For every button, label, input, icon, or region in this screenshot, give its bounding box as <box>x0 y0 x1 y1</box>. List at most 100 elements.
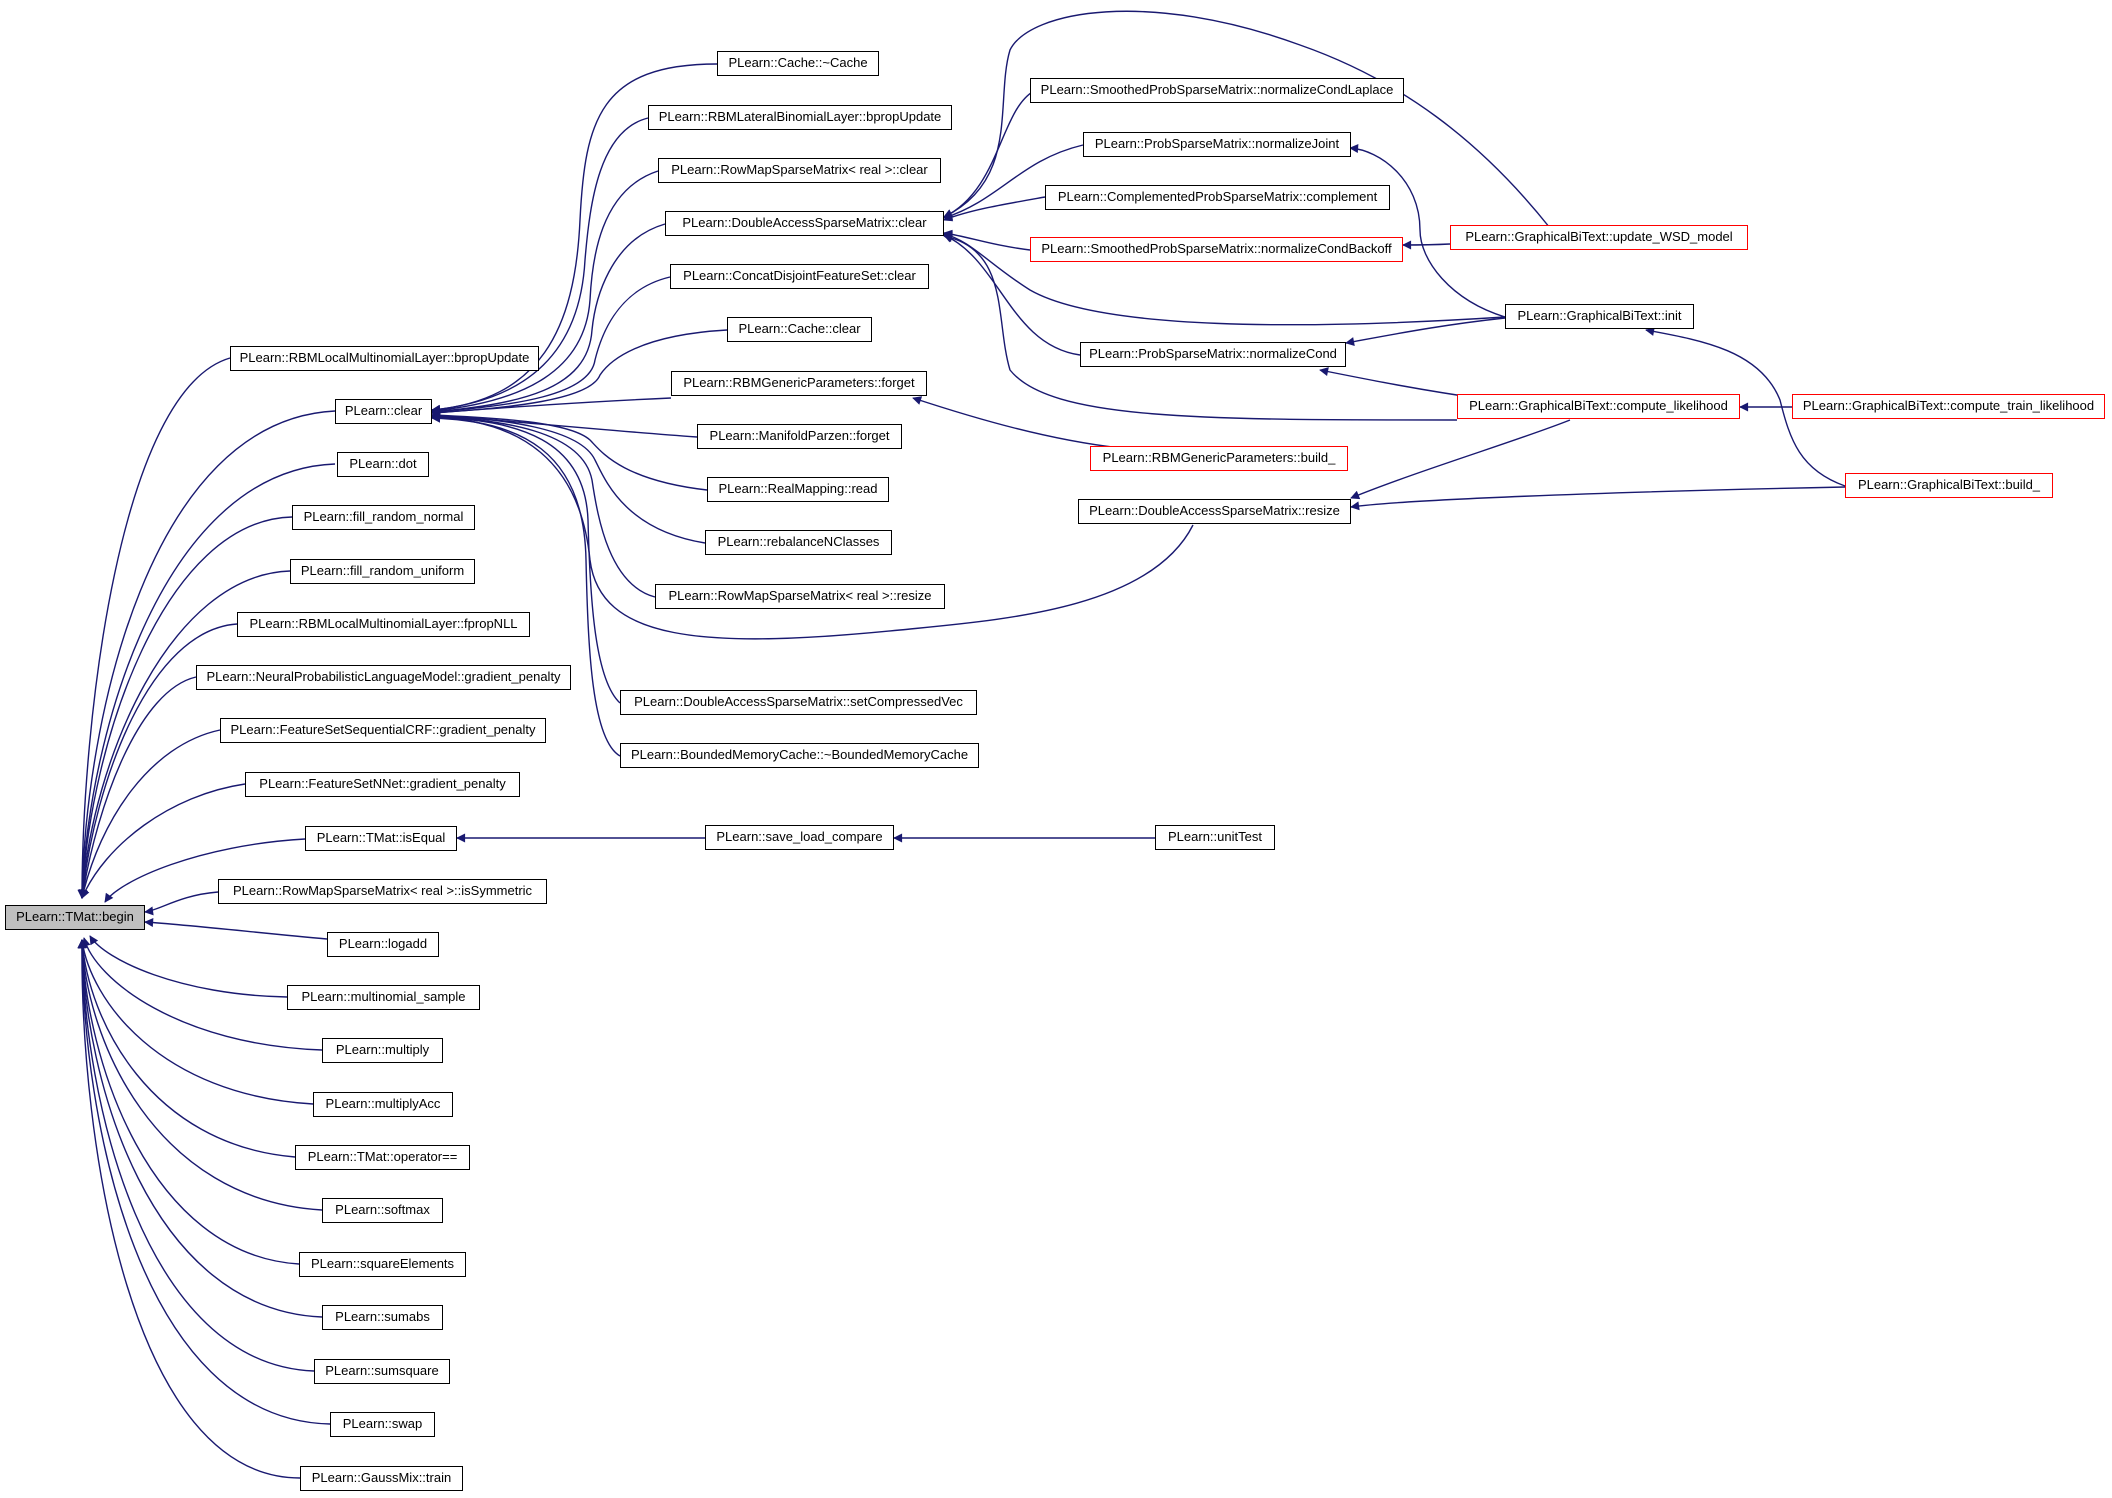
node-dasm-clear[interactable]: PLearn::DoubleAccessSparseMatrix::clear <box>665 211 944 236</box>
edge-opeq-to-begin <box>78 939 296 1158</box>
edge-gbt-init-to-dasm-clear <box>943 231 1506 326</box>
node-dasm-resize[interactable]: PLearn::DoubleAccessSparseMatrix::resize <box>1078 499 1351 524</box>
edge-cache-clear-to-clear <box>431 329 728 417</box>
node-rbmlml-fpropnll[interactable]: PLearn::RBMLocalMultinomialLayer::fpropN… <box>237 612 530 637</box>
edge-fru-to-begin <box>78 570 291 899</box>
edge-rmsm-resize-to-clear <box>431 411 656 598</box>
edge-psm-nc-to-dasm-clear <box>943 234 1081 356</box>
node-swap[interactable]: PLearn::swap <box>330 1412 435 1437</box>
node-fscrf-gradient-penalty[interactable]: PLearn::FeatureSetSequentialCRF::gradien… <box>220 718 546 743</box>
edge-rbmlml-fprop-to-begin <box>78 623 238 899</box>
edge-dasm-clear-to-clear <box>431 223 666 416</box>
edge-gaussmix-to-begin <box>77 939 301 1479</box>
edge-sumsquare-to-begin <box>77 939 315 1372</box>
edge-mns-to-begin <box>89 935 288 998</box>
edge-gbt-build-to-gbt-init <box>1645 327 1846 487</box>
node-softmax[interactable]: PLearn::softmax <box>322 1198 443 1223</box>
node-gbt-compute-train-likelihood[interactable]: PLearn::GraphicalBiText::compute_train_l… <box>1792 394 2105 419</box>
edge-gbt-wsd-to-spsm-ncb <box>1402 240 1451 250</box>
edge-rebalance-to-clear <box>431 411 706 544</box>
node-multiplyacc[interactable]: PLearn::multiplyAcc <box>313 1092 453 1117</box>
node-nplm-gradient-penalty[interactable]: PLearn::NeuralProbabilisticLanguageModel… <box>196 665 571 690</box>
node-rbmlml-bpropupdate[interactable]: PLearn::RBMLocalMultinomialLayer::bpropU… <box>230 346 539 371</box>
node-squareelements[interactable]: PLearn::squareElements <box>299 1252 466 1277</box>
edge-rm-read-to-clear <box>431 410 708 491</box>
edge-dasm-resize-to-clear <box>431 412 1194 640</box>
edge-multiply-to-begin <box>81 937 323 1051</box>
edge-logadd-to-begin <box>144 918 328 940</box>
node-spsm-normalizecondbackoff[interactable]: PLearn::SmoothedProbSparseMatrix::normal… <box>1030 237 1403 262</box>
edge-rmsm-clear-to-clear <box>431 170 659 415</box>
node-cache-clear[interactable]: PLearn::Cache::clear <box>727 317 872 342</box>
edge-rbmgp-build-to-forget <box>912 396 1121 449</box>
edge-softmax-to-begin <box>77 939 323 1211</box>
node-rebalancenclasses[interactable]: PLearn::rebalanceNClasses <box>705 530 892 555</box>
edge-cdfs-clear-to-clear <box>431 276 671 416</box>
node-manifoldparzen-forget[interactable]: PLearn::ManifoldParzen::forget <box>697 424 902 449</box>
edge-clear-to-begin <box>77 410 336 899</box>
node-rmsm-resize[interactable]: PLearn::RowMapSparseMatrix< real >::resi… <box>655 584 945 609</box>
edge-multiplyacc-to-begin <box>78 939 314 1105</box>
node-gbt-init[interactable]: PLearn::GraphicalBiText::init <box>1505 304 1694 329</box>
node-rbmlbl-bpropupdate[interactable]: PLearn::RBMLateralBinomialLayer::bpropUp… <box>648 105 952 130</box>
edge-swap-to-begin <box>77 939 331 1425</box>
node-rbmgp-build[interactable]: PLearn::RBMGenericParameters::build_ <box>1090 446 1348 471</box>
node-tmat-begin[interactable]: PLearn::TMat::begin <box>5 905 145 930</box>
node-fsnnet-gradient-penalty[interactable]: PLearn::FeatureSetNNet::gradient_penalty <box>245 772 520 797</box>
edge-gbt-build-to-dasm-resize <box>1350 486 1846 511</box>
edge-psm-nj-to-dasm-clear <box>943 144 1084 220</box>
node-gaussmix-train[interactable]: PLearn::GaussMix::train <box>300 1466 463 1491</box>
edge-isequal-to-begin <box>104 838 306 903</box>
node-psm-normalizejoint[interactable]: PLearn::ProbSparseMatrix::normalizeJoint <box>1083 132 1351 157</box>
node-cpsm-complement[interactable]: PLearn::ComplementedProbSparseMatrix::co… <box>1045 185 1390 210</box>
node-rmsm-clear[interactable]: PLearn::RowMapSparseMatrix< real >::clea… <box>658 158 941 183</box>
node-realmapping-read[interactable]: PLearn::RealMapping::read <box>707 477 889 502</box>
edge-gbt-init-to-psm-nc <box>1345 317 1506 346</box>
node-psm-normalizecond[interactable]: PLearn::ProbSparseMatrix::normalizeCond <box>1080 342 1346 367</box>
edge-fscrf-gp-to-begin <box>79 729 221 899</box>
edge-rbmlbl-to-clear <box>431 117 649 414</box>
node-dasm-setcompressedvec[interactable]: PLearn::DoubleAccessSparseMatrix::setCom… <box>620 690 977 715</box>
edge-nplm-gp-to-begin <box>78 676 197 899</box>
node-multiply[interactable]: PLearn::multiply <box>322 1038 443 1063</box>
node-multinomial-sample[interactable]: PLearn::multinomial_sample <box>287 985 480 1010</box>
node-sumsquare[interactable]: PLearn::sumsquare <box>314 1359 450 1384</box>
node-gbt-compute-likelihood[interactable]: PLearn::GraphicalBiText::compute_likelih… <box>1457 394 1740 419</box>
node-save-load-compare[interactable]: PLearn::save_load_compare <box>705 825 894 850</box>
node-spsm-normalizecondlaplace[interactable]: PLearn::SmoothedProbSparseMatrix::normal… <box>1030 78 1404 103</box>
edge-issym-to-begin <box>144 891 219 916</box>
node-cdfs-clear[interactable]: PLearn::ConcatDisjointFeatureSet::clear <box>670 264 929 289</box>
edge-gbt-cl-to-dasm-clear <box>943 233 1458 421</box>
node-rbmgp-forget[interactable]: PLearn::RBMGenericParameters::forget <box>671 371 927 396</box>
node-cache-destructor[interactable]: PLearn::Cache::~Cache <box>717 51 879 76</box>
node-fill-random-uniform[interactable]: PLearn::fill_random_uniform <box>290 559 475 584</box>
edge-spsm-ncl-to-dasm-clear <box>943 90 1035 218</box>
edge-dot-to-begin <box>77 463 336 899</box>
node-tmat-isequal[interactable]: PLearn::TMat::isEqual <box>305 826 457 851</box>
edge-fsnnet-gp-to-begin <box>81 783 246 899</box>
node-dot[interactable]: PLearn::dot <box>337 452 429 477</box>
node-gbt-build[interactable]: PLearn::GraphicalBiText::build_ <box>1845 473 2053 498</box>
edge-cpsm-to-dasm-clear <box>943 196 1046 222</box>
node-logadd[interactable]: PLearn::logadd <box>327 932 439 957</box>
edge-bmc-dtor-to-clear <box>431 413 621 757</box>
node-gbt-update-wsd-model[interactable]: PLearn::GraphicalBiText::update_WSD_mode… <box>1450 225 1748 250</box>
edge-setcv-to-clear <box>431 412 621 704</box>
edge-sumabs-to-begin <box>77 939 323 1318</box>
edge-squareelements-to-begin <box>77 939 300 1265</box>
edge-gbt-wsd-to-dasm-clear <box>943 10 1551 229</box>
node-sumabs[interactable]: PLearn::sumabs <box>322 1305 443 1330</box>
node-bmc-destructor[interactable]: PLearn::BoundedMemoryCache::~BoundedMemo… <box>620 743 979 768</box>
node-rmsm-issymmetric[interactable]: PLearn::RowMapSparseMatrix< real >::isSy… <box>218 879 547 904</box>
edge-cache-dtor-to-clear <box>431 63 718 414</box>
node-tmat-operator-eq[interactable]: PLearn::TMat::operator== <box>295 1145 470 1170</box>
node-clear[interactable]: PLearn::clear <box>335 399 432 424</box>
edge-gbt-init-to-psm-nj <box>1349 144 1506 318</box>
edge-frn-to-begin <box>77 516 293 899</box>
node-fill-random-normal[interactable]: PLearn::fill_random_normal <box>292 505 475 530</box>
node-unittest[interactable]: PLearn::unitTest <box>1155 825 1275 850</box>
edge-rbmgp-forget-to-clear <box>431 397 672 417</box>
edge-rbmlml-bprop-to-begin <box>77 357 231 899</box>
